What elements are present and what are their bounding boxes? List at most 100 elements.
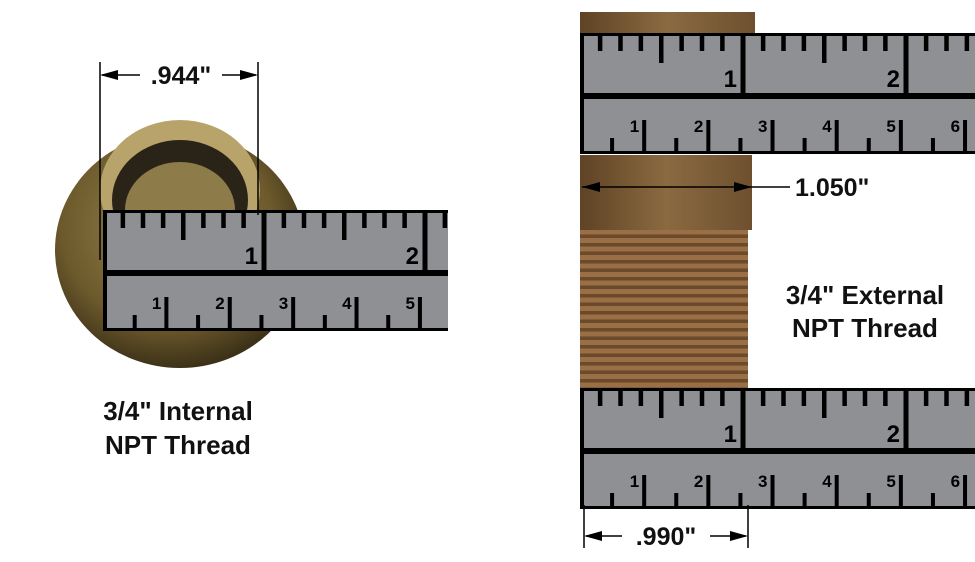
inch-tick bbox=[402, 210, 407, 228]
cm-tick bbox=[196, 315, 201, 331]
cm-tick bbox=[386, 315, 391, 331]
cm-tick bbox=[642, 120, 647, 154]
cm-label: 4 bbox=[822, 472, 832, 491]
inch-tick bbox=[638, 388, 644, 406]
dimension-990: .990" bbox=[583, 505, 749, 551]
inch-label: 2 bbox=[887, 66, 900, 93]
cm-tick bbox=[706, 120, 711, 154]
inch-tick bbox=[740, 33, 746, 93]
cm-label: 1 bbox=[630, 117, 639, 136]
inch-tick bbox=[422, 210, 428, 270]
inch-tick bbox=[362, 210, 367, 228]
inch-tick bbox=[618, 33, 623, 51]
inch-tick bbox=[781, 33, 786, 51]
cm-tick bbox=[354, 297, 359, 331]
inch-tick bbox=[597, 33, 603, 51]
inch-tick bbox=[120, 210, 126, 228]
inch-tick bbox=[659, 33, 664, 63]
inch-tick bbox=[903, 388, 909, 448]
cm-tick bbox=[164, 297, 169, 331]
cm-label: 5 bbox=[886, 472, 895, 491]
cm-tick bbox=[291, 297, 296, 331]
inch-tick bbox=[221, 210, 226, 228]
cm-label: 1 bbox=[630, 472, 639, 491]
cm-tick bbox=[642, 475, 647, 509]
inch-tick bbox=[923, 388, 929, 406]
inch-tick bbox=[862, 388, 868, 406]
cm-tick bbox=[706, 475, 711, 509]
cm-tick bbox=[417, 297, 422, 331]
inch-tick bbox=[321, 210, 327, 228]
inch-tick bbox=[822, 33, 827, 63]
cm-label: 4 bbox=[342, 294, 352, 313]
caption-external-line1: 3/4" External bbox=[786, 280, 944, 310]
cm-label: 2 bbox=[215, 294, 224, 313]
cm-tick bbox=[738, 138, 743, 154]
inch-label: 1 bbox=[724, 421, 737, 448]
inch-tick bbox=[903, 33, 909, 93]
external-thread-pipe bbox=[580, 12, 755, 390]
cm-tick bbox=[674, 493, 679, 509]
cm-label: 5 bbox=[405, 294, 414, 313]
cm-label: 3 bbox=[758, 117, 767, 136]
inch-tick bbox=[679, 33, 684, 51]
cm-tick bbox=[963, 475, 968, 509]
cm-label: 6 bbox=[951, 472, 960, 491]
inch-tick bbox=[241, 210, 246, 228]
inch-tick bbox=[822, 388, 827, 418]
inch-tick bbox=[618, 388, 623, 406]
dimension-label-944: .944" bbox=[151, 62, 212, 90]
inch-tick bbox=[883, 33, 888, 51]
inch-tick bbox=[160, 210, 166, 228]
cm-tick bbox=[738, 493, 743, 509]
inch-label: 1 bbox=[245, 243, 258, 270]
inch-tick bbox=[638, 33, 644, 51]
cm-tick bbox=[802, 138, 807, 154]
cm-tick bbox=[610, 493, 615, 509]
cm-label: 3 bbox=[279, 294, 288, 313]
inch-tick bbox=[842, 33, 847, 51]
inch-tick bbox=[944, 388, 949, 406]
caption-external-line2: NPT Thread bbox=[792, 313, 938, 343]
inch-tick bbox=[699, 388, 705, 406]
inch-tick bbox=[720, 33, 725, 51]
inch-tick bbox=[281, 210, 287, 228]
inch-tick bbox=[760, 388, 766, 406]
inch-tick bbox=[442, 210, 448, 228]
cm-label: 3 bbox=[758, 472, 767, 491]
inch-tick bbox=[862, 33, 868, 51]
inch-tick bbox=[964, 388, 970, 406]
inch-tick bbox=[181, 210, 186, 240]
cm-tick bbox=[610, 138, 615, 154]
inch-label: 2 bbox=[887, 421, 900, 448]
cm-tick bbox=[770, 120, 775, 154]
cm-tick bbox=[770, 475, 775, 509]
cm-tick bbox=[898, 120, 903, 154]
inch-tick bbox=[382, 210, 387, 228]
cm-tick bbox=[930, 493, 935, 509]
cm-label: 1 bbox=[152, 294, 161, 313]
cm-tick bbox=[898, 475, 903, 509]
inch-tick bbox=[740, 388, 746, 448]
dimension-label-990: .990" bbox=[636, 523, 697, 551]
inch-tick bbox=[261, 210, 267, 270]
inch-tick bbox=[944, 33, 949, 51]
inch-tick bbox=[801, 33, 807, 51]
cm-label: 2 bbox=[694, 117, 703, 136]
inch-tick bbox=[140, 210, 146, 228]
cm-tick bbox=[834, 475, 839, 509]
inch-label: 2 bbox=[406, 243, 419, 270]
cm-tick bbox=[963, 120, 968, 154]
inch-tick bbox=[883, 388, 888, 406]
caption-internal-line2: NPT Thread bbox=[105, 430, 251, 460]
cm-tick bbox=[866, 138, 871, 154]
cm-tick bbox=[132, 315, 137, 331]
inch-tick bbox=[720, 388, 725, 406]
inch-tick bbox=[760, 33, 766, 51]
cm-label: 4 bbox=[822, 117, 832, 136]
caption-internal-line1: 3/4" Internal bbox=[103, 396, 253, 426]
dimension-944: .944" bbox=[99, 62, 259, 260]
